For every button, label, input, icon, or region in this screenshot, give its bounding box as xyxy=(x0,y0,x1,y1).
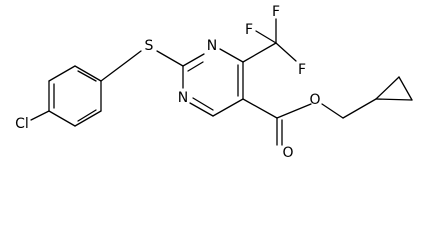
s-pyrimidine-bond xyxy=(156,50,184,67)
pyrimidine-ring xyxy=(182,48,244,117)
c-cl-bond xyxy=(30,110,50,121)
atom-o-ester: O xyxy=(309,92,320,108)
ester-group xyxy=(242,98,312,146)
chlorophenyl-ring xyxy=(48,65,102,127)
atom-n-top: N xyxy=(207,38,217,54)
aryl-s-bond xyxy=(100,50,142,82)
atom-f-right: F xyxy=(298,62,306,78)
atom-f-top: F xyxy=(272,4,280,20)
atom-cl: Cl xyxy=(15,116,29,132)
cyclopropylmethyl-group xyxy=(321,76,413,119)
atom-n-bottom: N xyxy=(178,90,188,106)
molecule-diagram: Cl S N N F F F O O xyxy=(15,4,413,161)
atom-o-carbonyl: O xyxy=(282,145,293,161)
atom-s: S xyxy=(145,38,154,54)
trifluoromethyl-group xyxy=(242,18,297,63)
atom-f-left: F xyxy=(245,22,253,38)
structure-drawing: Cl S N N F F F O O xyxy=(15,4,413,161)
